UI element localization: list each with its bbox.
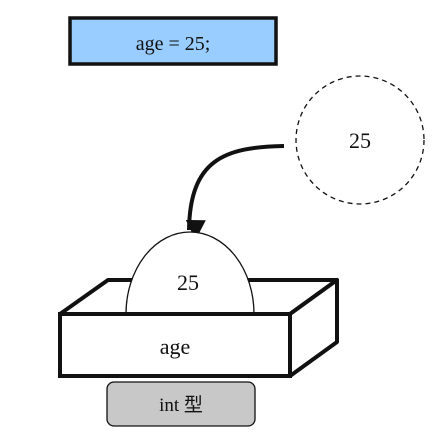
value-literal: 25 — [295, 75, 425, 205]
variable-box-front — [58, 312, 292, 378]
code-statement: age = 25; — [68, 16, 278, 66]
code-statement-text: age = 25; — [136, 33, 211, 55]
variable-name-label: age — [160, 334, 191, 359]
stored-value: 25 — [125, 231, 255, 315]
type-label-text: int 型 — [159, 394, 203, 416]
dashed-circle-icon — [295, 75, 425, 205]
value-literal-text: 25 — [349, 128, 371, 153]
type-label-box — [106, 381, 256, 427]
variable-box: 25 age — [58, 231, 339, 378]
curved-arrow-down-icon — [185, 144, 285, 241]
stored-value-circle — [125, 231, 255, 315]
type-label: int 型 — [106, 381, 256, 427]
code-statement-box — [68, 16, 278, 66]
stored-value-text: 25 — [177, 270, 199, 295]
